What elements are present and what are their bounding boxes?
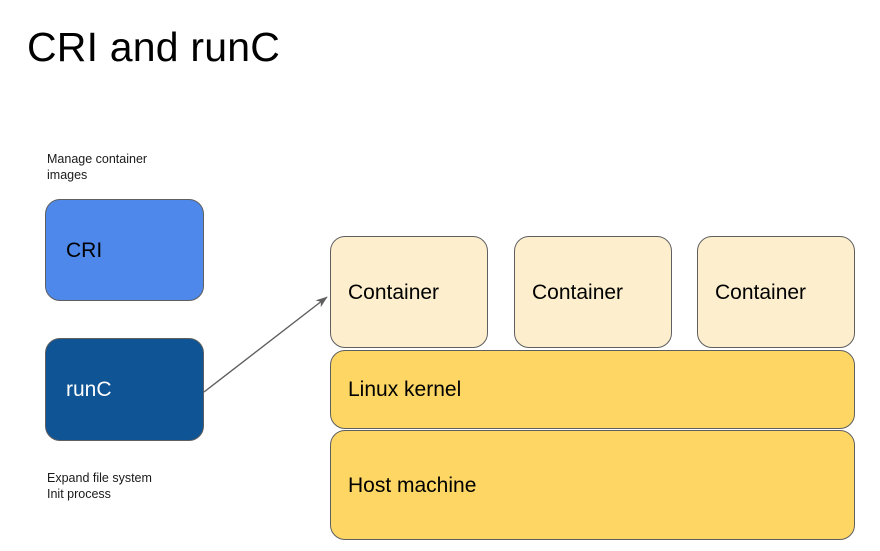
node-container-3-label: Container — [715, 280, 807, 304]
node-cri-label: CRI — [66, 238, 103, 262]
node-host-machine-label: Host machine — [348, 473, 477, 497]
note-manage-container-images: Manage container images — [47, 152, 148, 182]
node-container-1[interactable]: Container — [330, 236, 488, 348]
node-container-1-label: Container — [348, 280, 440, 304]
node-container-2[interactable]: Container — [514, 236, 672, 348]
node-linux-kernel[interactable]: Linux kernel — [330, 350, 855, 429]
node-container-2-label: Container — [532, 280, 624, 304]
node-container-3[interactable]: Container — [697, 236, 855, 348]
node-host-machine[interactable]: Host machine — [330, 430, 855, 540]
node-cri[interactable]: CRI — [45, 199, 204, 301]
note-expand-file-system-init-process: Expand file system Init process — [47, 471, 152, 501]
node-linux-kernel-label: Linux kernel — [348, 378, 462, 401]
node-runc[interactable]: runC — [45, 338, 204, 441]
runc-to-container-arrow — [203, 296, 328, 393]
node-runc-label: runC — [66, 378, 112, 401]
page-title: CRI and runC — [27, 24, 281, 70]
